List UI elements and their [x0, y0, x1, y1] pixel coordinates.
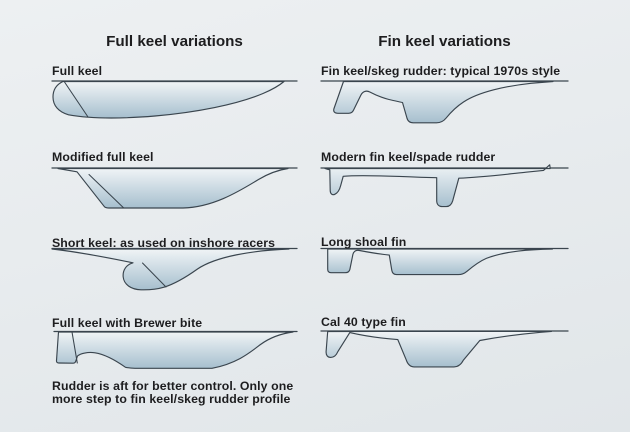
short-keel-profile: [51, 248, 290, 291]
right-column-heading: Fin keel variations: [378, 33, 511, 50]
label-modern-fin-spade: Modern fin keel/spade rudder: [321, 150, 496, 164]
label-long-shoal-fin: Long shoal fin: [321, 234, 407, 249]
label-fin-skeg-1970s: Fin keel/skeg rudder: typical 1970s styl…: [321, 64, 561, 78]
label-modified-full-keel: Modified full keel: [52, 150, 154, 164]
label-short-keel: Short keel: as used on inshore racers: [52, 235, 276, 250]
cal40-fin-profile: [325, 330, 553, 368]
label-full-keel: Full keel: [52, 63, 103, 78]
left-column-heading: Full keel variations: [106, 33, 243, 50]
brewer-bite-caption-line-2: more step to fin keel/skeg rudder profil…: [52, 392, 291, 407]
label-brewer-bite: Full keel with Brewer bite: [52, 315, 203, 330]
full-keel-profile: [52, 80, 285, 119]
brewer-bite-caption-line-1: Rudder is aft for better control. Only o…: [52, 378, 294, 393]
brewer-bite-caption: Rudder is aft for better control. Only o…: [52, 378, 294, 408]
brewer-bite-rudder-line: [71, 331, 78, 364]
modified-full-keel-rudder-line: [88, 173, 125, 209]
long-shoal-fin-profile: [327, 248, 554, 276]
label-cal40-fin: Cal 40 type fin: [321, 315, 406, 329]
modified-full-keel-profile: [57, 167, 289, 209]
fin-skeg-1970s-profile: [333, 80, 554, 124]
brewer-bite-profile: [55, 331, 294, 369]
full-keel-rudder-line: [63, 81, 89, 118]
modern-fin-spade-profile: [324, 164, 551, 208]
short-keel-rudder-line: [141, 262, 167, 288]
